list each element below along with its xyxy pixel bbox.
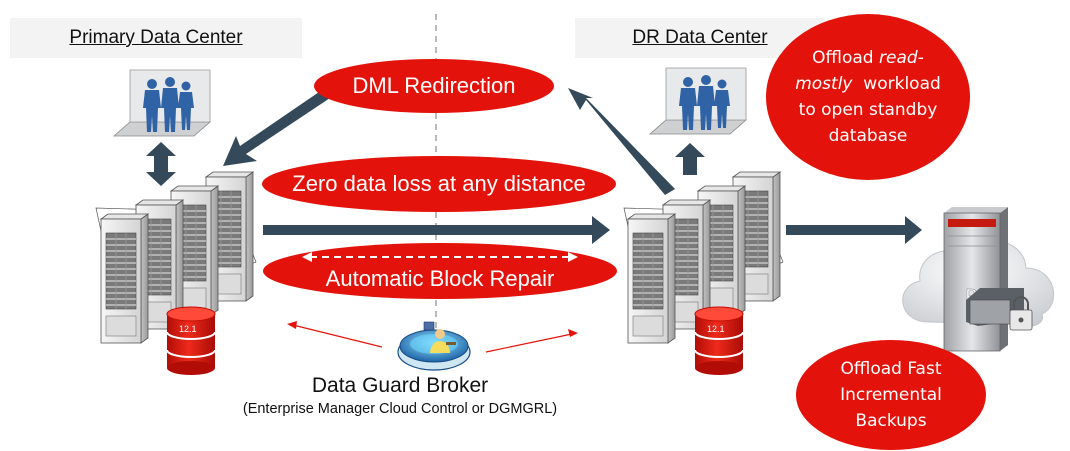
primary-client-down-arrow	[146, 164, 176, 186]
primary-client-up-arrow	[146, 142, 176, 164]
broker-arrow-dr	[485, 333, 573, 353]
broker-arrow-primary	[292, 324, 383, 348]
dml-redirect-arrow-left	[223, 90, 330, 166]
offload-backups-line1: Offload Fast	[840, 359, 942, 379]
automatic-block-repair-text: Automatic Block Repair	[325, 265, 555, 291]
backup-arrow	[786, 216, 922, 244]
primary-database-icon: 12.1	[166, 306, 216, 376]
offload-read-workload-callout: Offload read- mostly workload to open st…	[766, 14, 970, 180]
offload-read-line4: database	[828, 126, 908, 146]
broker-icon	[397, 321, 471, 371]
primary-db-version: 12.1	[179, 324, 197, 334]
dr-db-version: 12.1	[707, 324, 725, 334]
automatic-block-repair-callout: Automatic Block Repair	[263, 243, 617, 299]
offload-read-em-b: mostly	[795, 74, 853, 94]
dr-client-up-arrow	[675, 143, 705, 175]
primary-users-icon	[113, 69, 211, 137]
dr-users-icon	[649, 67, 747, 135]
offload-read-line2: workload	[852, 74, 941, 94]
dml-redirection-callout: DML Redirection	[314, 59, 554, 113]
bidirectional-dashed-arrow-icon	[302, 251, 578, 262]
dml-redirection-text: DML Redirection	[352, 73, 516, 98]
offload-backups-line3: Backups	[855, 411, 927, 431]
primary-server-racks	[95, 171, 257, 344]
zero-data-loss-callout: Zero data loss at any distance	[262, 156, 616, 212]
offload-read-em-a: read-	[879, 48, 924, 68]
broker-title: Data Guard Broker	[311, 374, 489, 397]
dml-redirect-arrow-right	[568, 88, 675, 195]
broker-subtitle: (Enterprise Manager Cloud Control or DGM…	[242, 401, 558, 417]
dr-server-racks	[623, 171, 784, 344]
broker-monitor-arrows	[287, 321, 578, 353]
offload-read-line3: to open standby	[798, 100, 938, 120]
primary-data-center-label: Primary Data Center	[10, 18, 302, 58]
cloud-backup-icon: R	[902, 207, 1055, 352]
offload-read-line1: Offload	[812, 48, 880, 68]
dr-database-icon: 12.1	[694, 306, 744, 376]
flow-arrows	[146, 88, 922, 244]
backup-appliance-icon	[943, 212, 1001, 352]
zero-data-loss-text: Zero data loss at any distance	[292, 171, 586, 196]
offload-backups-line2: Incremental	[840, 385, 942, 405]
redo-transport-arrow	[263, 216, 610, 244]
offload-backups-callout: Offload Fast Incremental Backups	[796, 340, 986, 450]
